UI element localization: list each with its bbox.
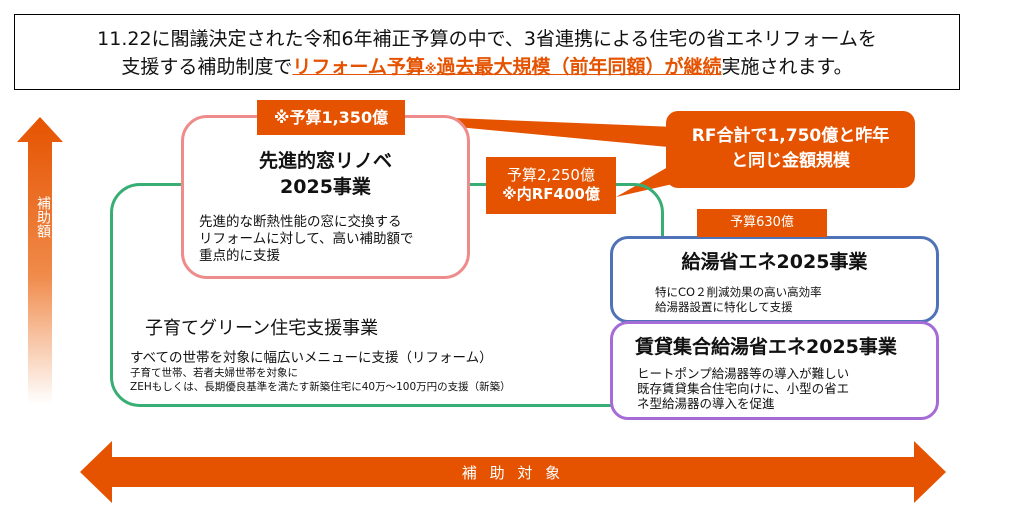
chintai-desc-3: ネ型給湯器の導入を促進	[637, 396, 775, 411]
window-desc-2: リフォームに対して、高い補助額で	[199, 231, 414, 247]
window-desc-1: 先進的な断熱性能の窓に交換する	[199, 214, 402, 230]
callout-pointer-icon	[405, 116, 700, 150]
green-small-1: 子育て世帯、若者夫婦世帯を対象に	[130, 367, 298, 379]
headline-line2: 支援する補助制度でリフォーム予算※過去最大規模（前年同額）が継続実施されます。	[15, 53, 959, 83]
chintai-title: 賃貸集合給湯省エネ2025事業	[635, 336, 897, 358]
vertical-arrow-icon	[17, 117, 63, 404]
green-title: 子育てグリーン住宅支援事業	[145, 318, 379, 339]
hl-mark: ※	[424, 62, 437, 76]
kyuto-desc-2: 給湯器設置に特化して支援	[655, 300, 793, 314]
window-title-1: 先進的窓リノベ	[258, 150, 392, 172]
green-desc: すべての世帯を対象に幅広いメニューに支援（リフォーム）	[130, 350, 493, 366]
green-budget-2: ※内RF400億	[502, 185, 600, 203]
window-title: 先進的窓リノベ 2025事業	[184, 148, 467, 200]
green-budget-label: 予算2,250億※内RF400億	[486, 157, 616, 214]
headline-line1: 11.22に閣議決定された令和6年補正予算の中で、3省連携による住宅の省エネリフ…	[97, 28, 877, 50]
callout-line2: と同じ金額規模	[731, 151, 850, 171]
window-desc: 先進的な断熱性能の窓に交換するリフォームに対して、高い補助額で重点的に支援	[199, 214, 414, 265]
callout-bubble: RF合計で1,750億と昨年と同じ金額規模	[666, 111, 915, 188]
headline-post: 実施されます。	[721, 56, 853, 78]
headline-highlight: リフォーム予算※過去最大規模（前年同額）が継続	[292, 56, 721, 78]
hl-a: リフォーム予算	[292, 56, 425, 78]
window-budget-label: ※予算1,350億	[257, 100, 405, 135]
chintai-desc: ヒートポンプ給湯器等の導入が難しい既存賃貸集合住宅向けに、小型の省エネ型給湯器の…	[637, 366, 849, 411]
headline-box: 11.22に閣議決定された令和6年補正予算の中で、3省連携による住宅の省エネリフ…	[14, 14, 960, 90]
chintai-desc-1: ヒートポンプ給湯器等の導入が難しい	[637, 366, 850, 381]
chintai-desc-2: 既存賃貸集合住宅向けに、小型の省エ	[637, 381, 850, 396]
kosodate-green-box: 子育てグリーン住宅支援事業 すべての世帯を対象に幅広いメニューに支援（リフォーム…	[110, 183, 664, 407]
horizontal-axis-label: 補 助 対 象	[461, 464, 565, 482]
window-title-2: 2025事業	[280, 176, 371, 198]
vertical-axis-label: 補助額	[35, 196, 51, 238]
window-desc-3: 重点的に支援	[199, 248, 280, 264]
hl-b: 過去最大規模（前年同額）が継続	[436, 56, 722, 78]
green-small: 子育て世帯、若者夫婦世帯を対象に ZEHもしくは、長期優良基準を満たす新築住宅に4…	[130, 366, 511, 394]
callout-line1: RF合計で1,750億と昨年	[691, 126, 890, 146]
headline-pre: 支援する補助制度で	[121, 56, 293, 78]
horizontal-arrow-icon	[80, 441, 946, 503]
kyuto-title: 給湯省エネ2025事業	[681, 251, 868, 273]
kyuto-budget-label: 予算630億	[697, 209, 827, 237]
kyuto-box: 給湯省エネ2025事業 特にCO２削減効果の高い高効率給湯器設置に特化して支援	[610, 236, 939, 323]
green-budget-1: 予算2,250億	[507, 166, 595, 184]
kyuto-desc-1: 特にCO２削減効果の高い高効率	[655, 285, 822, 299]
window-renovation-box: 先進的窓リノベ 2025事業 先進的な断熱性能の窓に交換するリフォームに対して、高…	[181, 115, 470, 279]
kyuto-desc: 特にCO２削減効果の高い高効率給湯器設置に特化して支援	[655, 285, 822, 315]
chintai-box: 賃貸集合給湯省エネ2025事業 ヒートポンプ給湯器等の導入が難しい既存賃貸集合住…	[610, 321, 939, 420]
green-small-2: ZEHもしくは、長期優良基準を満たす新築住宅に40万～100万円の支援（新築）	[130, 381, 511, 393]
